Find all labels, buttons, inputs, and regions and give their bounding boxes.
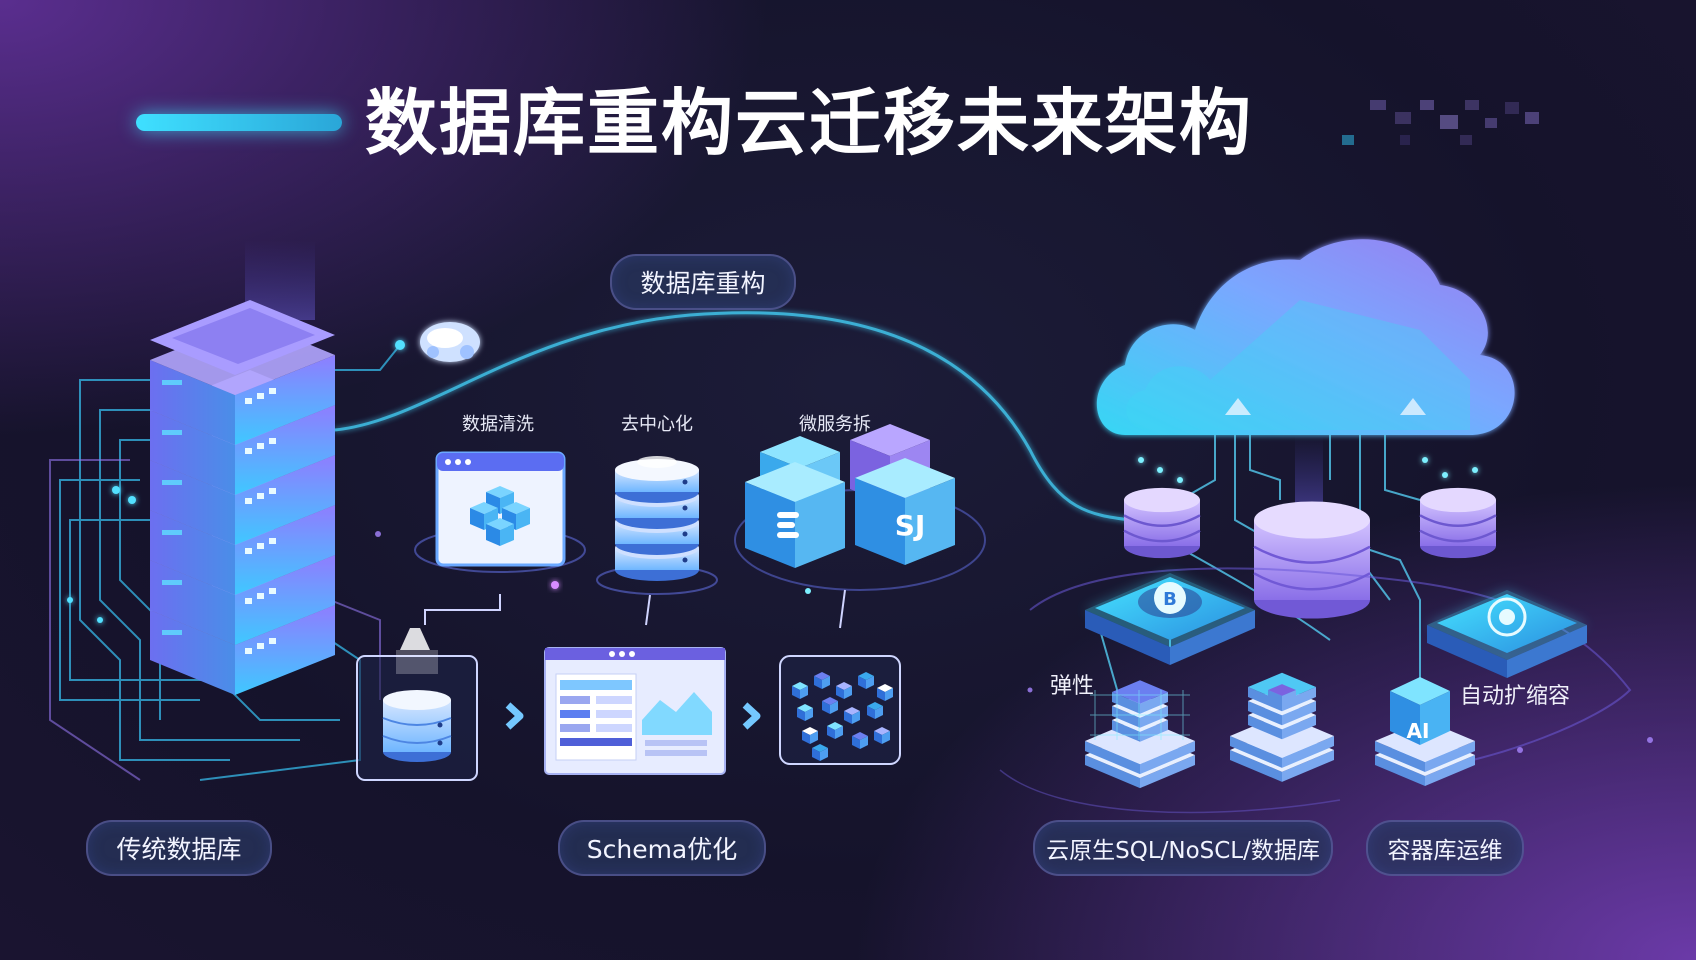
ai-cube-icon bbox=[1390, 677, 1450, 745]
platform-stack bbox=[1268, 684, 1296, 706]
label-autoscale: 自动扩缩容 bbox=[1460, 684, 1570, 709]
platform-stack bbox=[1112, 680, 1168, 742]
microservices-icon bbox=[734, 424, 986, 629]
flow-arrow-1 bbox=[505, 702, 524, 730]
service-cluster-box bbox=[779, 655, 901, 765]
microservices-badge-text: SJ bbox=[895, 509, 926, 542]
cloud-db-cylinder bbox=[1123, 487, 1201, 559]
flow-arrow-2 bbox=[742, 702, 761, 730]
step-label-microservices: 微服务拆 bbox=[799, 414, 871, 435]
pill-schema-optimization: Schema优化 bbox=[558, 820, 766, 876]
legacy-db-box bbox=[356, 628, 478, 781]
platform-stack bbox=[1085, 717, 1195, 789]
pill-database-refactor: 数据库重构 bbox=[610, 254, 796, 310]
svg-text:B: B bbox=[1163, 589, 1177, 610]
label-elastic: 弹性 bbox=[1050, 674, 1094, 699]
data-cleaning-icon bbox=[414, 451, 586, 625]
schema-dashboard-box bbox=[544, 647, 726, 775]
traditional-server-rack bbox=[49, 240, 405, 781]
migration-flow-arc bbox=[334, 311, 1131, 522]
step-label-decentralize: 去中心化 bbox=[621, 414, 693, 435]
ai-badge-text: AI bbox=[1407, 719, 1430, 743]
cloud-database-nodes bbox=[1123, 487, 1497, 619]
cloud-db-cylinder bbox=[1419, 487, 1497, 559]
cloud-link-dots bbox=[1138, 457, 1478, 483]
title-pixel-decoration bbox=[1342, 100, 1539, 145]
pill-cloud-native-db: 云原生SQL/NoSCL/数据库 bbox=[1033, 820, 1333, 876]
title-accent-bar bbox=[136, 114, 342, 131]
autoscale-tile bbox=[1427, 590, 1587, 678]
step-label-data-cleaning: 数据清洗 bbox=[462, 414, 534, 435]
cloud-drone-icon bbox=[420, 322, 480, 362]
pill-traditional-db: 传统数据库 bbox=[86, 820, 272, 876]
sparkles bbox=[375, 531, 1653, 753]
cloud-db-cylinder bbox=[1253, 501, 1371, 619]
circuit-lines bbox=[59, 344, 401, 781]
pill-container-ops: 容器库运维 bbox=[1366, 820, 1524, 876]
elastic-scaling-tile: B bbox=[1085, 573, 1255, 665]
cloud-orbit-ring bbox=[1029, 567, 1632, 771]
cloud-icon bbox=[1096, 239, 1515, 435]
decentralization-icon bbox=[596, 456, 718, 626]
page-title: 数据库重构云迁移未来架构 bbox=[365, 81, 1254, 165]
